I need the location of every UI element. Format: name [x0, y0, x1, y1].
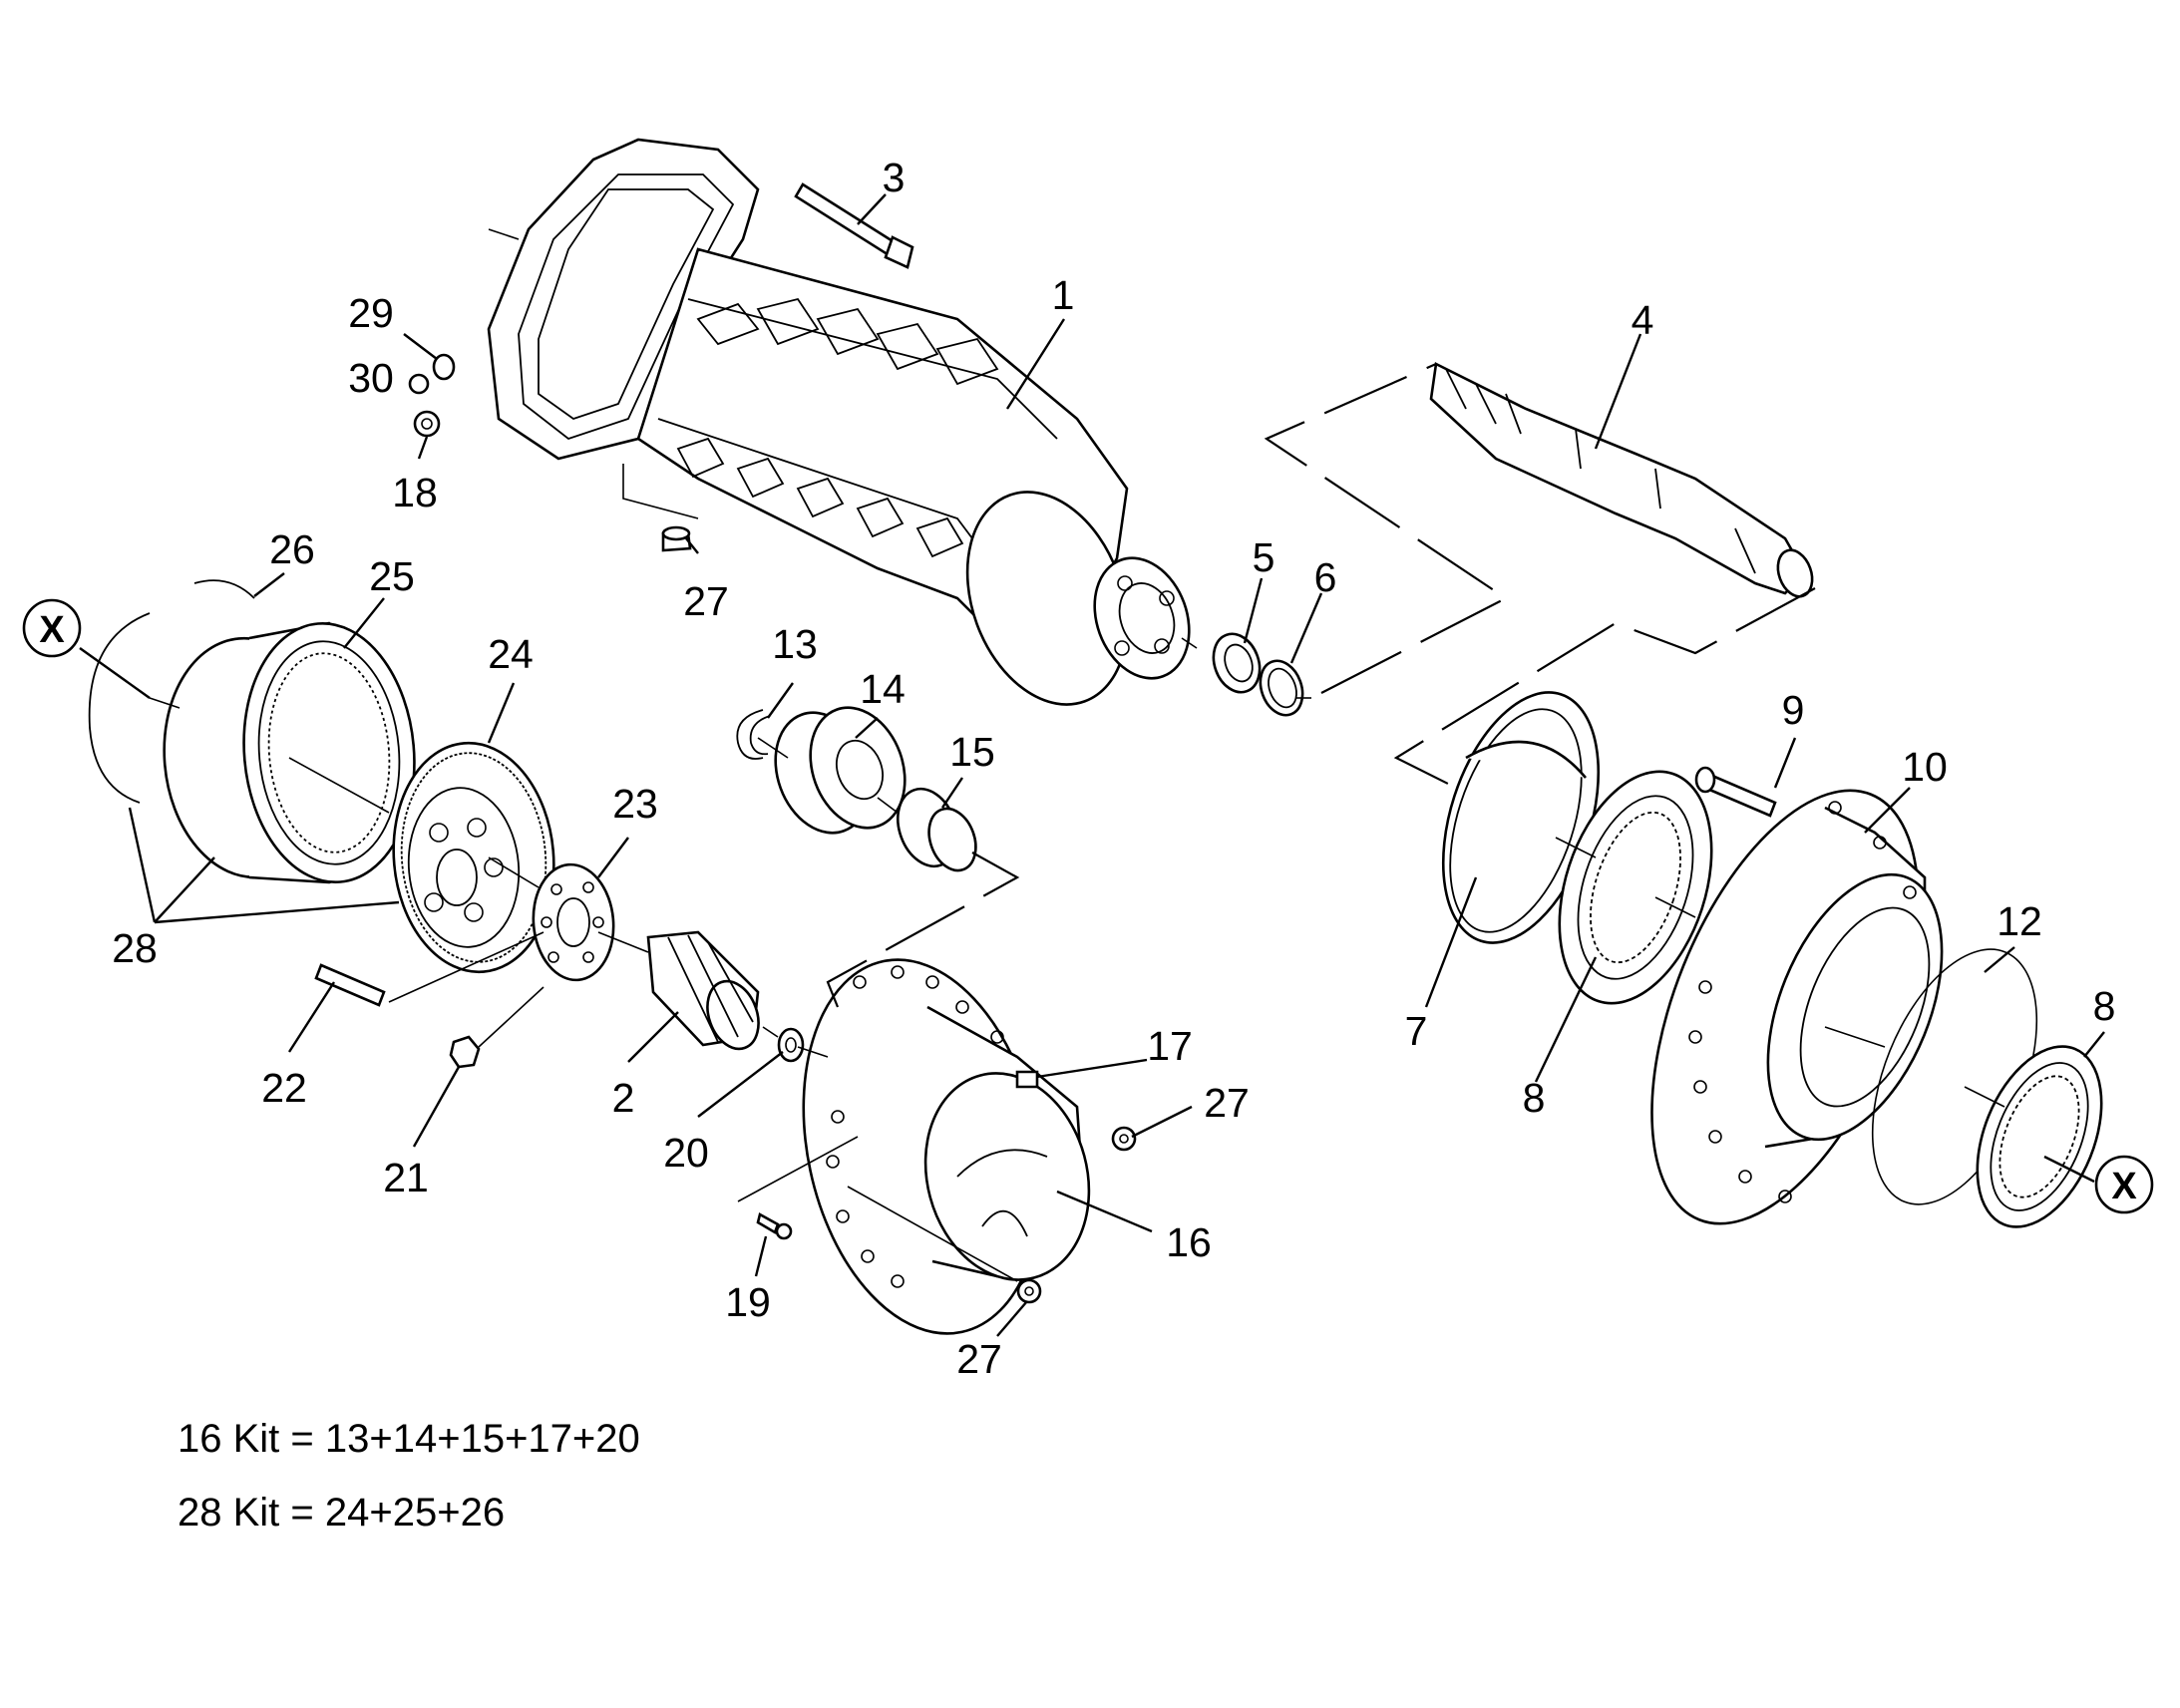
callout-labels: 1 2 3 4 5 6 7 8 8 9 10 12 13 14 15 16 17… — [112, 155, 2115, 1382]
axle-housing-part-1 — [487, 138, 1191, 706]
ring-gear-part-25 — [163, 621, 416, 884]
wheel-stud-part-9 — [1694, 766, 1777, 818]
callout-16: 16 — [1166, 1219, 1212, 1265]
plug-part-17 — [1015, 1070, 1039, 1089]
callout-22: 22 — [261, 1065, 307, 1111]
nut-part-30 — [408, 373, 430, 395]
callout-15: 15 — [949, 729, 995, 775]
callout-6: 6 — [1314, 554, 1337, 600]
callout-27-right: 27 — [1204, 1080, 1250, 1126]
shaft-seal-part-7 — [1441, 691, 1601, 944]
callout-25: 25 — [369, 553, 415, 599]
seal-ring-part-5 — [1212, 632, 1262, 694]
sun-shaft-part-2 — [646, 930, 760, 1051]
snap-ring-part-13 — [736, 709, 771, 760]
callout-27-bottom: 27 — [956, 1336, 1002, 1382]
callout-1: 1 — [1052, 272, 1075, 318]
o-ring-part-29 — [432, 353, 456, 381]
kit-note-16: 16 Kit = 13+14+15+17+20 — [178, 1417, 640, 1461]
bolt-part-3 — [794, 182, 914, 269]
callout-26: 26 — [269, 526, 315, 572]
connector-marker-left: X — [22, 598, 82, 658]
callout-24: 24 — [488, 631, 534, 677]
callout-27-top: 27 — [683, 578, 729, 624]
callout-28: 28 — [112, 925, 158, 971]
callout-17: 17 — [1147, 1023, 1193, 1069]
callout-4: 4 — [1632, 297, 1654, 343]
callout-10: 10 — [1902, 744, 1948, 790]
leader-lines — [79, 193, 2105, 1337]
nut-part-21 — [449, 1035, 481, 1069]
callout-20: 20 — [663, 1130, 709, 1176]
callout-21: 21 — [383, 1155, 429, 1200]
callout-7: 7 — [1405, 1008, 1428, 1054]
callout-13: 13 — [772, 621, 818, 667]
kit-notes: 16 Kit = 13+14+15+17+20 28 Kit = 24+25+2… — [178, 1417, 640, 1535]
kit-note-28: 28 Kit = 24+25+26 — [178, 1491, 505, 1535]
planet-carrier-gear-part-24 — [392, 741, 555, 974]
plug-part-27-bottom — [1016, 1278, 1042, 1304]
connector-marker-right: X — [2094, 1155, 2154, 1214]
callout-29: 29 — [348, 290, 394, 336]
callout-5: 5 — [1253, 534, 1275, 580]
bearing-part-8-outer — [1976, 1045, 2103, 1228]
callout-19: 19 — [725, 1279, 771, 1325]
drive-shaft-part-4 — [1429, 362, 1814, 598]
stud-part-22 — [314, 963, 386, 1007]
bearing-part-8-inner — [1558, 770, 1713, 1005]
plug-part-18 — [413, 410, 441, 438]
callout-8-outer: 8 — [2093, 983, 2116, 1029]
callout-14: 14 — [860, 666, 906, 712]
callout-18: 18 — [392, 470, 438, 515]
planet-carrier-housing-part-16 — [802, 958, 1091, 1335]
seal-ring-part-6 — [1259, 659, 1304, 717]
screw-part-19 — [756, 1212, 793, 1240]
callout-30: 30 — [348, 355, 394, 401]
callout-3: 3 — [883, 155, 906, 200]
connector-marker-left-label: X — [39, 609, 65, 651]
retaining-wire-part-26 — [88, 579, 255, 804]
plug-part-27-right — [1111, 1126, 1137, 1152]
callout-12: 12 — [1997, 898, 2042, 944]
callout-2: 2 — [612, 1075, 635, 1121]
callout-8-inner: 8 — [1523, 1075, 1546, 1121]
callout-23: 23 — [612, 781, 658, 827]
plug-part-27-top — [661, 525, 692, 552]
callout-9: 9 — [1782, 687, 1805, 733]
thrust-washer-part-23 — [532, 862, 615, 982]
planet-gear-part-14 — [774, 706, 907, 835]
connector-marker-right-label: X — [2111, 1166, 2137, 1207]
washer-part-20 — [777, 1027, 805, 1063]
needle-bearing-part-15 — [897, 787, 977, 872]
assembly-axis-lines — [149, 228, 2005, 1282]
